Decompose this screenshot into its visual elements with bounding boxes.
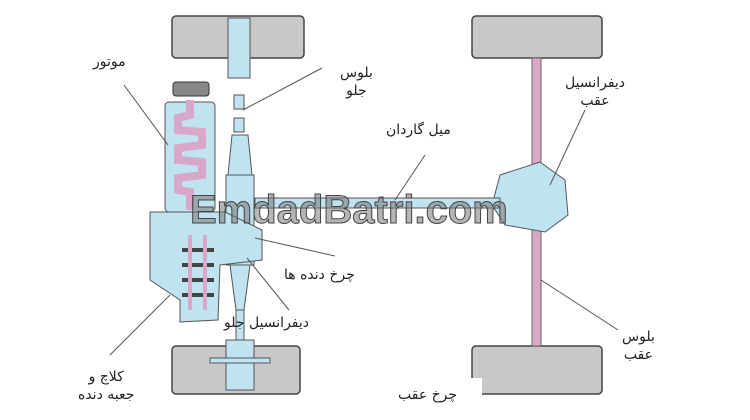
label-clutch-line1: کلاچ و bbox=[88, 369, 124, 385]
label-rear-diff-line1: دیفرانسیل bbox=[565, 75, 626, 91]
drive-shaft bbox=[254, 197, 501, 209]
rear-right-wheel bbox=[470, 345, 603, 396]
label-gears: چرخ دنده ها bbox=[284, 267, 355, 283]
label-front-differential: دیفرانسیل جلو bbox=[224, 315, 310, 331]
label-rear-axle-line1: بلوس bbox=[622, 329, 655, 345]
label-rear-axle: بلوس عقب bbox=[622, 328, 655, 364]
label-clutch-gearbox: کلاچ و جعبه دنده bbox=[78, 368, 134, 404]
label-rear-diff-line2: عقب bbox=[580, 93, 610, 109]
label-rear-wheel: چرخ عقب bbox=[398, 387, 458, 403]
watermark: EmdadBatri.com bbox=[190, 188, 509, 233]
label-front-axle-line1: بلوس bbox=[340, 65, 373, 81]
label-rear-axle-line2: عقب bbox=[623, 347, 654, 363]
label-driveshaft: میل گاردان bbox=[386, 122, 451, 138]
label-front-axle: بلوس جلو bbox=[340, 64, 373, 100]
leader-lines bbox=[109, 67, 619, 356]
engine-block bbox=[164, 81, 216, 213]
label-engine: موتور bbox=[93, 54, 126, 70]
label-rear-differential: دیفرانسیل عقب bbox=[565, 74, 625, 110]
label-clutch-line2: جعبه دنده bbox=[78, 387, 135, 403]
rear-left-wheel bbox=[471, 15, 603, 59]
label-front-axle-line2: جلو bbox=[346, 83, 367, 99]
gearbox bbox=[149, 211, 263, 323]
